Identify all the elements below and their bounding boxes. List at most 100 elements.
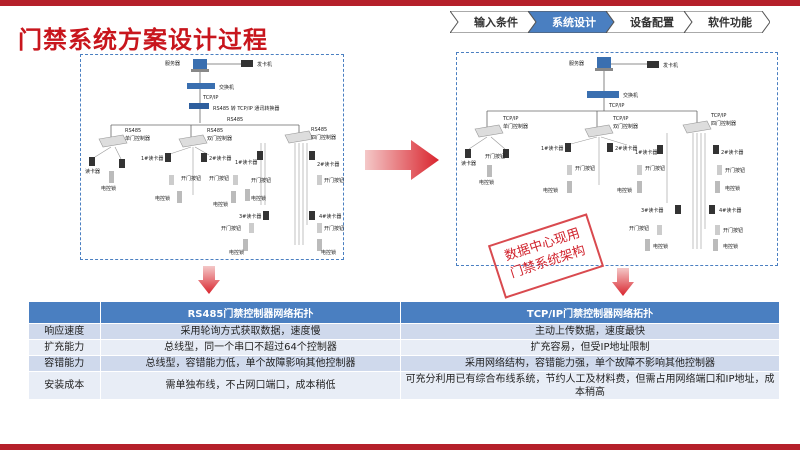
reader-2-label: 2#读卡器: [615, 146, 638, 152]
exit-button-icon: [317, 175, 322, 185]
lock-label: 电控锁: [543, 188, 559, 194]
rs485-wiring: [89, 59, 322, 251]
reader-3-label: 3#读卡器: [641, 208, 664, 214]
exit-button-icon: [657, 225, 662, 235]
lock-icon: [645, 239, 650, 251]
table-header-row: RS485门禁控制器网络拓扑 TCP/IP门禁控制器网络拓扑: [28, 301, 780, 324]
lock-label: 电控锁: [653, 244, 669, 250]
reader-1-label: 1#读卡器: [541, 146, 564, 152]
rs485-topology-diagram: 服务器 发卡机 交换机 TCP/IP RS485 转 TCP/IP 通讯转换器 …: [80, 54, 344, 260]
lock-icon: [243, 239, 248, 251]
card-issuer-label: 发卡机: [257, 62, 273, 68]
step-chevron-shape: [450, 11, 536, 33]
lock-label: 电控锁: [155, 196, 171, 202]
lock-label: 电控锁: [213, 202, 229, 208]
double-door-controller-icon: [178, 134, 208, 148]
top-accent-bar: [0, 0, 800, 6]
exit-button-label: 开门按钮: [324, 226, 345, 232]
lock-icon: [109, 171, 114, 183]
exit-button-label: 开门按钮: [485, 154, 506, 160]
reader-1b-label: 1#读卡器: [235, 160, 258, 166]
ctrl3-label: 四门控制器: [711, 121, 737, 127]
rs485-cell: 需单独布线，不占网口端口，成本稍低: [100, 371, 401, 400]
reader-icon: [607, 143, 613, 152]
down-arrow-icon: [612, 268, 634, 296]
ctrl1-label: 单门控制器: [503, 124, 529, 130]
step-device-config[interactable]: 设备配置: [606, 11, 692, 33]
reader-icon: [257, 151, 263, 160]
step-input-conditions[interactable]: 输入条件: [450, 11, 536, 33]
reader-icon: [709, 205, 715, 214]
reader-icon: [119, 159, 125, 168]
tcpip-cell: 扩充容易，但受IP地址限制: [400, 339, 780, 356]
table-header-corner: [28, 301, 101, 324]
process-steps: 输入条件 系统设计 设备配置 软件功能: [450, 11, 770, 33]
lock-icon: [231, 191, 236, 203]
step-label: 系统设计: [552, 16, 596, 29]
lock-icon: [245, 189, 250, 201]
exit-button-label: 开门按钮: [723, 228, 744, 234]
lock-label: 电控锁: [479, 180, 495, 186]
lock-label: 电控锁: [321, 250, 337, 256]
tcpip-label: TCP/IP: [609, 103, 625, 109]
table-row: 安装成本 需单独布线，不占网口端口，成本稍低 可充分利用已有综合布线系统，节约人…: [28, 371, 780, 400]
four-door-controller-icon: [682, 120, 712, 134]
reader-4-label: 4#读卡器: [719, 208, 742, 214]
reader-label: 读卡器: [85, 169, 101, 175]
card-issuer-icon: [241, 60, 253, 67]
step-chevron-shape: [606, 11, 692, 33]
reader-icon: [263, 211, 269, 220]
comparison-table: RS485门禁控制器网络拓扑 TCP/IP门禁控制器网络拓扑 响应速度 采用轮询…: [28, 301, 780, 400]
step-label: 输入条件: [474, 16, 518, 29]
row-label: 响应速度: [28, 323, 101, 340]
card-issuer-icon: [647, 61, 659, 68]
table-header-rs485: RS485门禁控制器网络拓扑: [100, 301, 401, 324]
rs485-cell: 总线型，同一个串口不超过64个控制器: [100, 339, 401, 356]
lock-icon: [317, 239, 322, 251]
converter-icon: [189, 103, 209, 109]
reader-icon: [657, 145, 663, 154]
ctrl3-bus-label: RS485: [311, 127, 328, 133]
tcpip-cell: 采用网络结构，容错能力强，单个故障不影响其他控制器: [400, 355, 780, 372]
exit-button-label: 开门按钮: [575, 166, 596, 172]
switch-icon: [587, 91, 619, 98]
switch-icon: [187, 83, 215, 89]
lock-label: 电控锁: [617, 188, 633, 194]
down-arrow-icon: [198, 266, 220, 294]
step-chevron-shape: [684, 11, 770, 33]
lock-icon: [567, 181, 572, 193]
step-system-design[interactable]: 系统设计: [528, 11, 614, 33]
exit-button-icon: [637, 165, 642, 175]
ctrl1-bus-label: TCP/IP: [503, 116, 519, 122]
lock-label: 电控锁: [725, 186, 741, 192]
step-software-features[interactable]: 软件功能: [684, 11, 770, 33]
ctrl2-bus-label: RS485: [207, 128, 224, 134]
lock-icon: [177, 191, 182, 203]
ctrl2-label: 双门控制器: [207, 136, 233, 142]
ctrl3-label: 四门控制器: [311, 135, 337, 141]
reader-icon: [503, 149, 509, 158]
reader-icon: [713, 145, 719, 154]
lock-icon: [715, 181, 720, 193]
ctrl1-bus-label: RS485: [125, 128, 142, 134]
lock-label: 电控锁: [723, 244, 739, 250]
bottom-accent-bar: [0, 444, 800, 450]
exit-button-icon: [233, 175, 238, 185]
exit-button-label: 开门按钮: [221, 226, 242, 232]
double-door-controller-icon: [584, 124, 614, 138]
rs485-cell: 采用轮询方式获取数据，速度慢: [100, 323, 401, 340]
reader-icon: [309, 211, 315, 220]
reader-icon: [89, 157, 95, 166]
converter-label: RS485 转 TCP/IP 通讯转换器: [213, 106, 280, 112]
lock-icon: [637, 181, 642, 193]
page-title: 门禁系统方案设计过程: [18, 26, 268, 54]
reader-2-label: 2#读卡器: [209, 156, 232, 162]
switch-label: 交换机: [623, 93, 639, 99]
reader-2b-label: 2#读卡器: [317, 162, 340, 168]
rs485-cell: 总线型，容错能力低，单个故障影响其他控制器: [100, 355, 401, 372]
row-label: 容错能力: [28, 355, 101, 372]
reader-4-label: 4#读卡器: [319, 214, 342, 220]
ctrl2-label: 双门控制器: [613, 124, 639, 130]
exit-button-icon: [567, 165, 572, 175]
lock-icon: [713, 239, 718, 251]
